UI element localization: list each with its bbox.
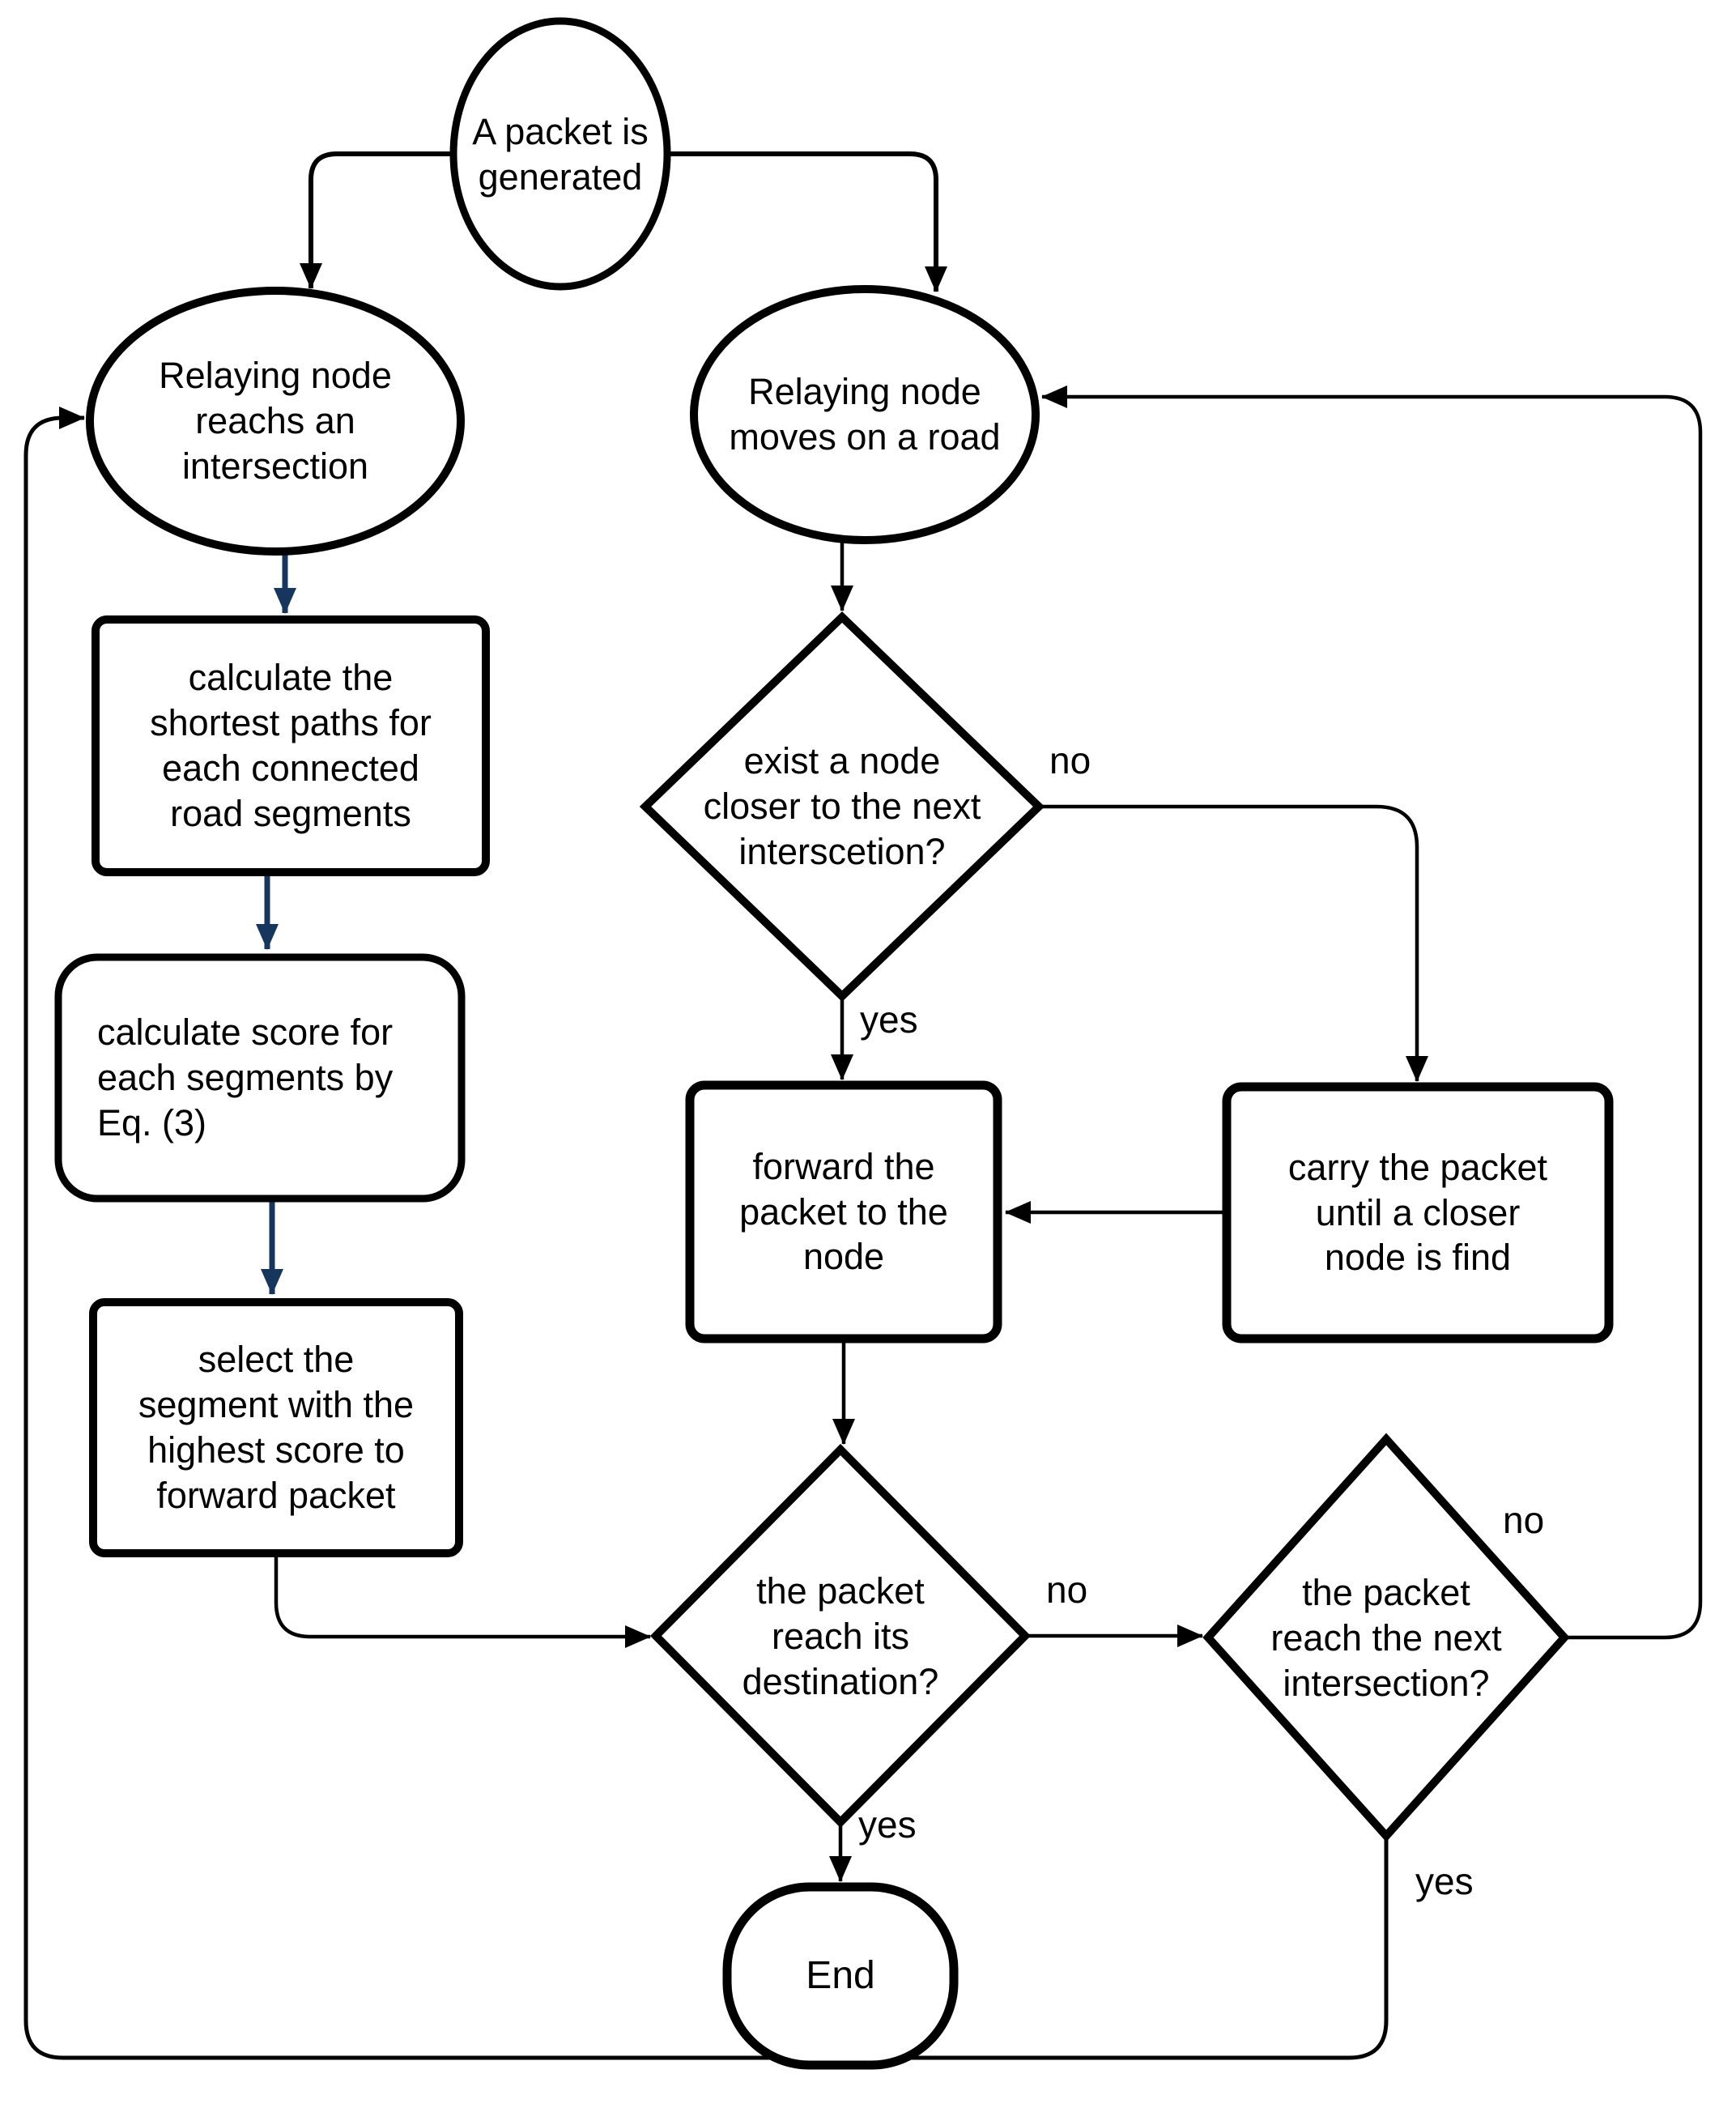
destination-decision-label: the packet reach its destination? xyxy=(742,1570,939,1702)
edge-label-no-destination: no xyxy=(1046,1569,1088,1611)
closer-node-diamond-shape xyxy=(639,611,1045,1002)
edge-label-no-next-intersection: no xyxy=(1503,1499,1545,1541)
reach-intersection-ellipse-shape xyxy=(86,287,465,556)
calc-paths-box-shape xyxy=(91,615,490,876)
destination-diamond-shape xyxy=(649,1443,1032,1829)
forward-packet-box-shape xyxy=(685,1080,1002,1344)
arrow-no-loop-to-road xyxy=(1041,385,1703,1640)
arrow-start-to-road xyxy=(667,151,947,292)
reach-intersection-label: Relaying node reachs an intersection xyxy=(159,355,392,487)
move-on-road-label: Relaying node moves on a road xyxy=(729,371,1001,458)
select-segment-box-shape xyxy=(89,1298,463,1557)
select-segment-label: select the segment with the highest scor… xyxy=(138,1339,415,1516)
next-intersection-diamond-shape xyxy=(1202,1433,1570,1842)
edge-label-yes-next-intersection: yes xyxy=(1415,1860,1474,1902)
forward-packet-label: forward the packet to the node xyxy=(739,1145,948,1278)
start-ellipse-shape xyxy=(449,17,671,291)
next-intersection-decision-label: the packet reach the next intersection? xyxy=(1270,1572,1502,1704)
calc-score-box-shape xyxy=(54,953,466,1203)
end-stadium-shape xyxy=(722,1882,959,2070)
arrow-select-to-destination-decision xyxy=(274,1552,651,1648)
edge-label-no-closer-node: no xyxy=(1049,739,1091,781)
arrow-yes-loop-to-intersection xyxy=(23,407,1389,2060)
arrow-no-to-carry-box xyxy=(1039,804,1428,1082)
end-node-label: End xyxy=(806,1954,875,1998)
closer-node-decision-label: exist a node closer to the next intersce… xyxy=(703,740,981,872)
carry-packet-label: carry the packet until a closer node is … xyxy=(1287,1146,1548,1279)
edge-label-yes-closer-node: yes xyxy=(860,999,918,1041)
start-node-label: A packet is generated xyxy=(472,111,649,198)
edge-label-yes-destination: yes xyxy=(858,1803,917,1846)
calc-paths-label: calculate the shortest paths for each co… xyxy=(150,657,432,834)
arrow-start-to-intersection xyxy=(300,151,453,289)
move-on-road-ellipse-shape xyxy=(690,285,1040,544)
calc-score-label: calculate score for each segments by Eq.… xyxy=(97,1011,394,1143)
carry-packet-box-shape xyxy=(1222,1082,1614,1344)
